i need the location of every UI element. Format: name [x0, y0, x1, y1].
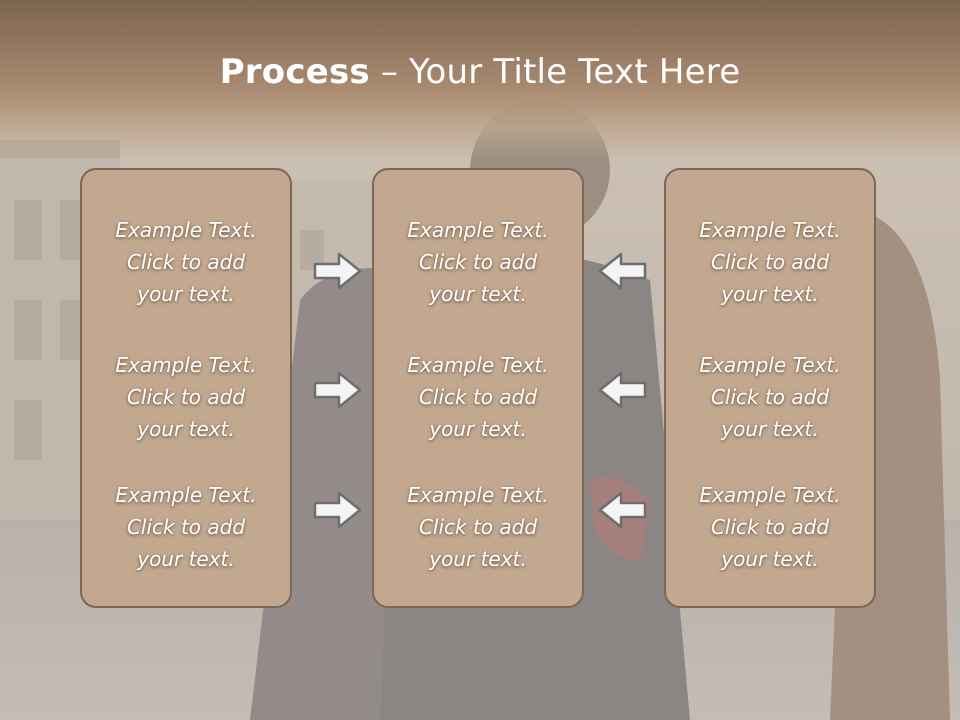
text-line: Click to add: [418, 515, 538, 539]
title-rest: – Your Title Text Here: [369, 52, 741, 92]
text-block[interactable]: Example Text. Click to add your text.: [82, 214, 290, 310]
text-line: your text.: [429, 282, 527, 306]
text-line: Example Text.: [699, 353, 841, 377]
text-line: your text.: [137, 417, 235, 441]
text-line: your text.: [721, 547, 819, 571]
process-box-left[interactable]: Example Text. Click to add your text. Ex…: [80, 168, 292, 608]
text-line: your text.: [429, 417, 527, 441]
arrow-right-icon: [313, 252, 362, 290]
text-line: your text.: [721, 417, 819, 441]
text-line: Click to add: [418, 385, 538, 409]
text-line: your text.: [137, 547, 235, 571]
arrow-right-icon: [313, 371, 362, 409]
slide-title[interactable]: Process – Your Title Text Here: [0, 52, 960, 92]
text-line: Click to add: [710, 515, 830, 539]
text-line: Example Text.: [115, 353, 257, 377]
text-line: Click to add: [126, 385, 246, 409]
title-bold: Process: [219, 52, 370, 92]
text-line: Example Text.: [407, 353, 549, 377]
text-line: your text.: [429, 547, 527, 571]
title-band: [0, 0, 960, 160]
text-line: Click to add: [710, 385, 830, 409]
text-block[interactable]: Example Text. Click to add your text.: [666, 349, 874, 445]
text-line: Click to add: [710, 250, 830, 274]
text-block[interactable]: Example Text. Click to add your text.: [82, 349, 290, 445]
text-line: Example Text.: [699, 483, 841, 507]
text-line: Example Text.: [115, 483, 257, 507]
process-box-center[interactable]: Example Text. Click to add your text. Ex…: [372, 168, 584, 608]
text-block[interactable]: Example Text. Click to add your text.: [374, 479, 582, 575]
text-block[interactable]: Example Text. Click to add your text.: [374, 349, 582, 445]
text-line: Example Text.: [115, 218, 257, 242]
text-line: Click to add: [126, 250, 246, 274]
text-line: your text.: [721, 282, 819, 306]
arrow-left-icon: [598, 371, 647, 409]
text-block[interactable]: Example Text. Click to add your text.: [666, 479, 874, 575]
text-line: Click to add: [126, 515, 246, 539]
text-line: Example Text.: [699, 218, 841, 242]
text-line: Click to add: [418, 250, 538, 274]
text-block[interactable]: Example Text. Click to add your text.: [374, 214, 582, 310]
text-line: your text.: [137, 282, 235, 306]
arrow-right-icon: [313, 491, 362, 529]
arrow-left-icon: [598, 252, 647, 290]
text-line: Example Text.: [407, 218, 549, 242]
text-block[interactable]: Example Text. Click to add your text.: [82, 479, 290, 575]
arrow-left-icon: [598, 491, 647, 529]
process-box-right[interactable]: Example Text. Click to add your text. Ex…: [664, 168, 876, 608]
text-line: Example Text.: [407, 483, 549, 507]
text-block[interactable]: Example Text. Click to add your text.: [666, 214, 874, 310]
